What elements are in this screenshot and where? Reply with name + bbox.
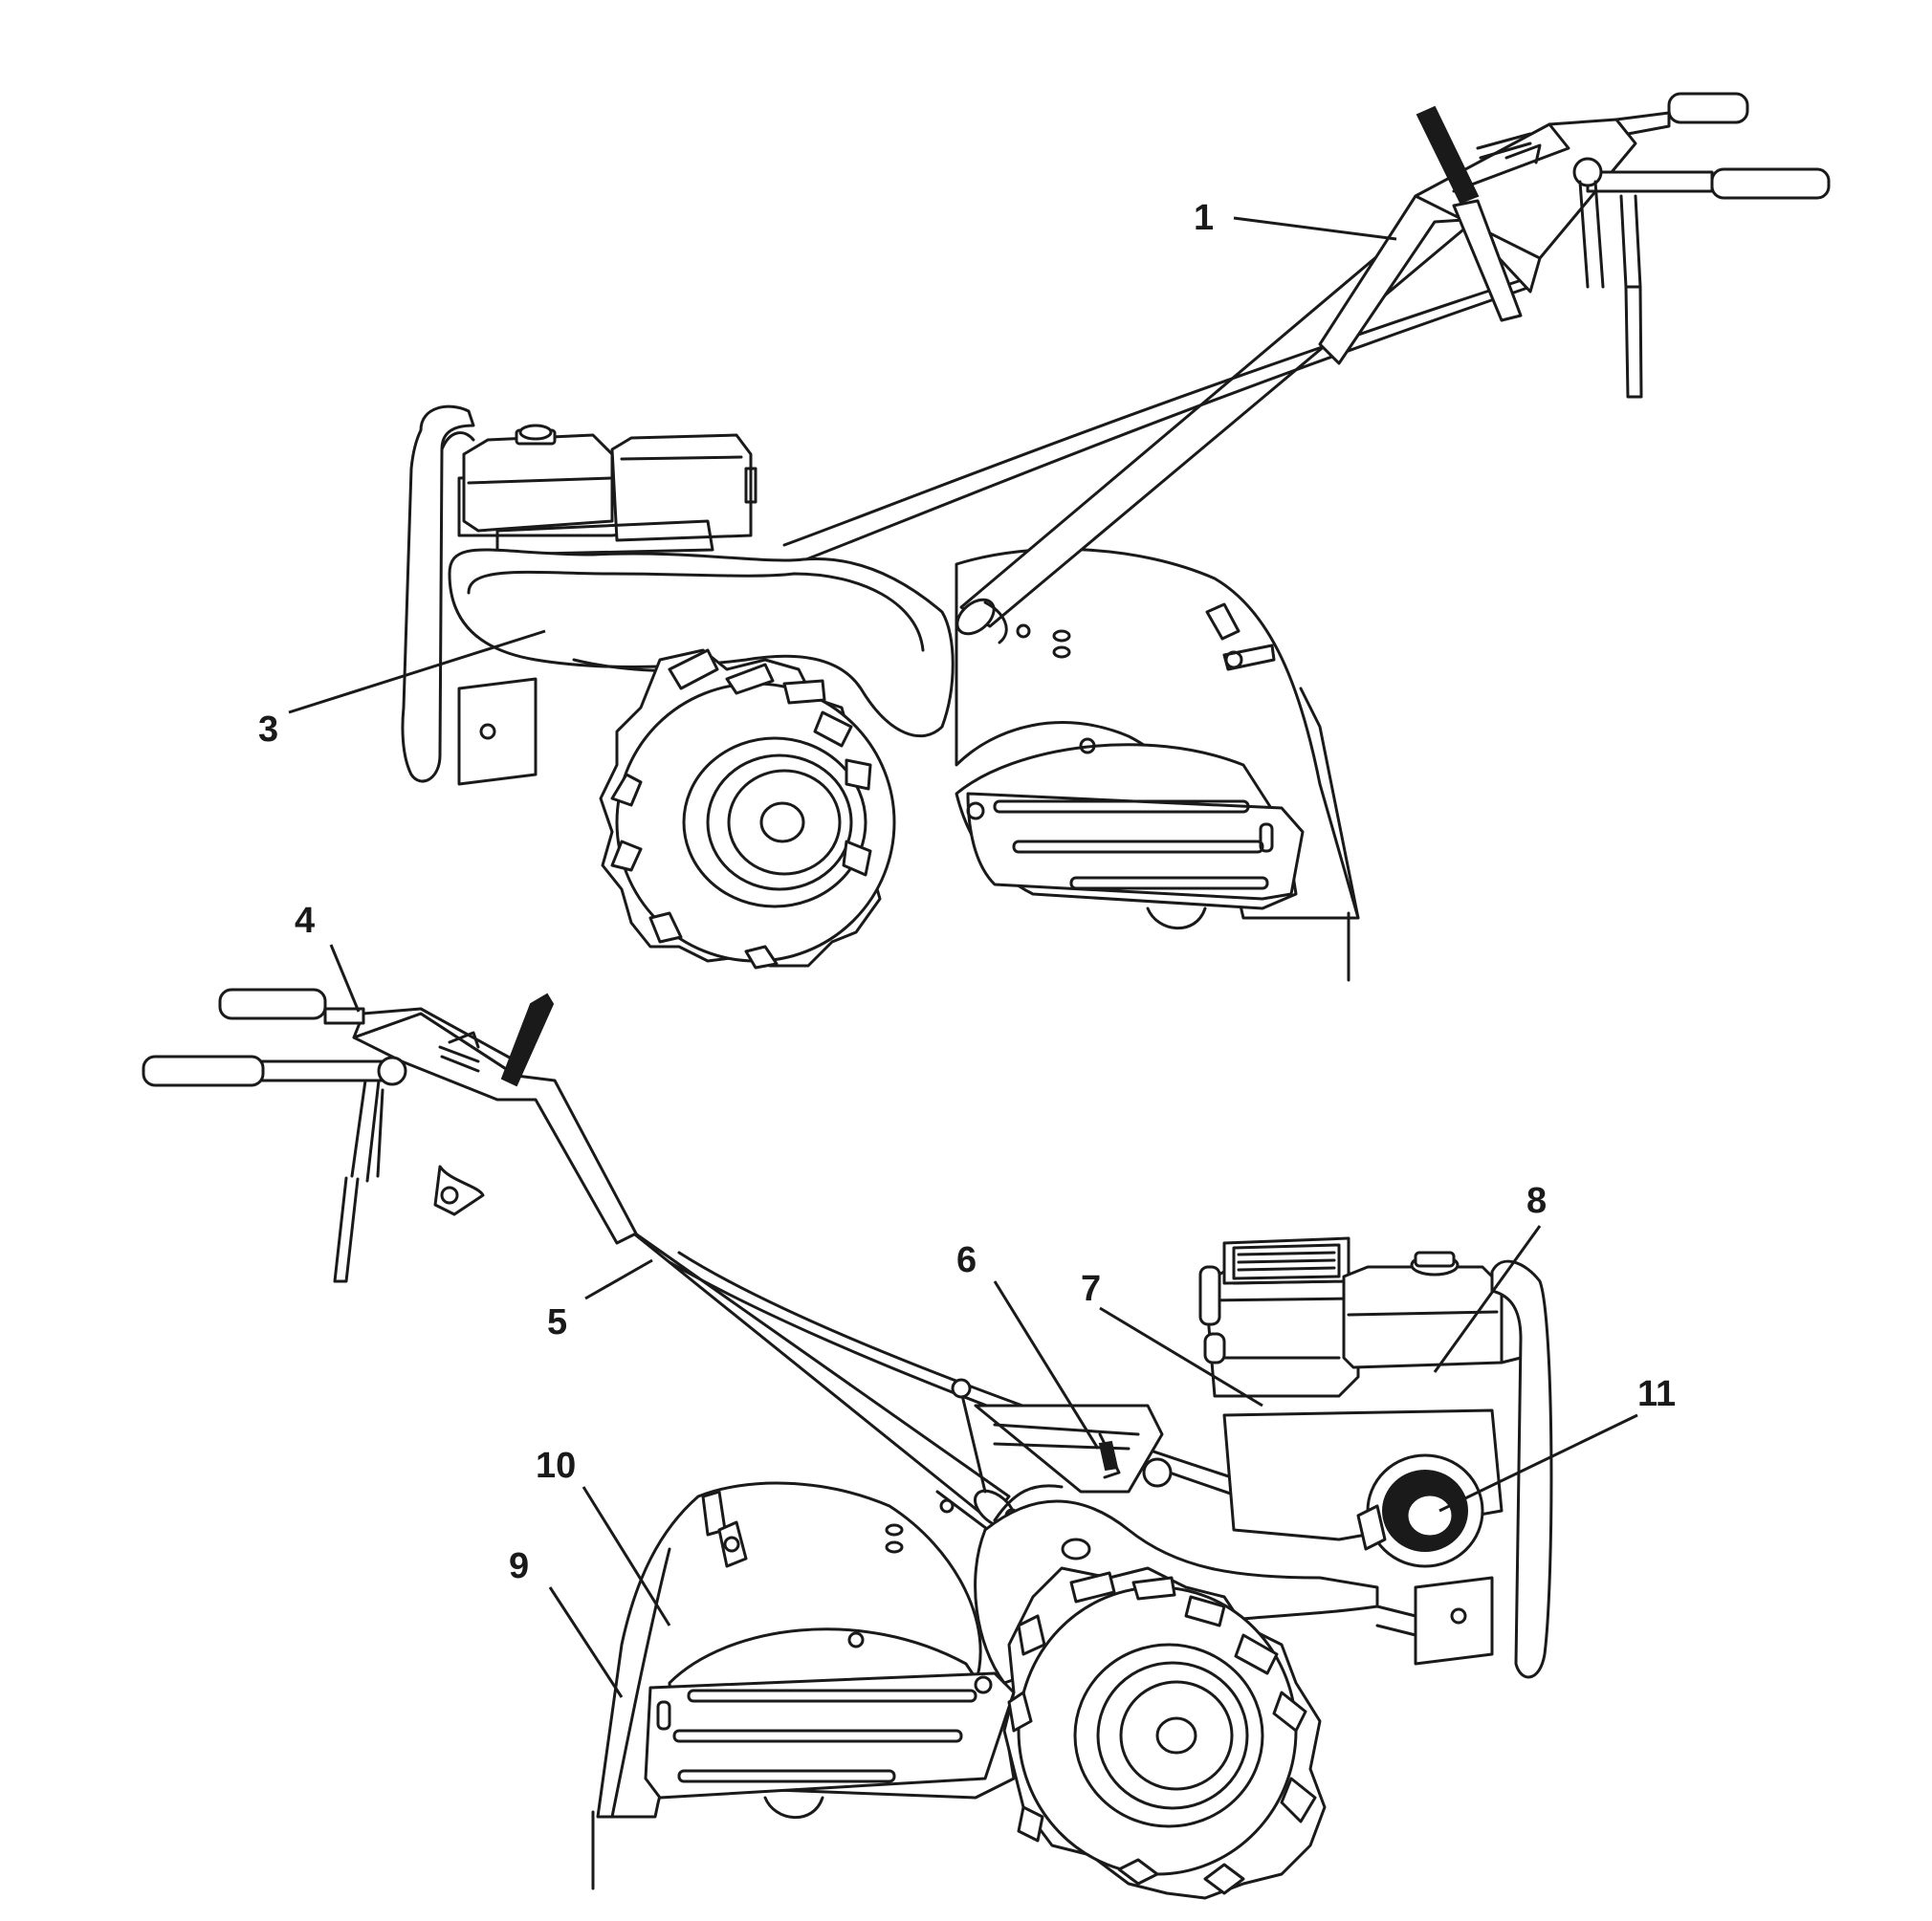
wheel-top xyxy=(599,648,896,970)
callout-9: 9 xyxy=(509,1546,529,1586)
shift-lever-grip-top xyxy=(1416,105,1480,205)
callout-8: 8 xyxy=(1526,1181,1547,1221)
shift-lever-grip-bottom xyxy=(500,993,555,1087)
leader-5 xyxy=(584,1258,653,1300)
callout-7: 7 xyxy=(1081,1269,1101,1309)
callouts: 1 3 4 5 6 7 8 9 10 11 xyxy=(258,198,1676,1698)
fuel-tank-bottom xyxy=(1342,1265,1504,1369)
tiller-right-side-view xyxy=(401,92,1831,982)
air-cleaner-top xyxy=(610,433,753,542)
leader-7 xyxy=(1099,1306,1263,1408)
rear-flap-top xyxy=(966,792,1305,901)
callout-4: 4 xyxy=(295,901,315,941)
leader-8 xyxy=(1433,1225,1542,1373)
leader-10 xyxy=(582,1486,671,1626)
leader-1 xyxy=(1233,216,1397,241)
leader-3 xyxy=(288,629,546,714)
wheel-bottom xyxy=(1002,1566,1327,1900)
tiller-left-side-view xyxy=(142,988,1553,1900)
recoil-starter xyxy=(1356,1453,1484,1568)
leader-6 xyxy=(993,1280,1100,1450)
callout-3: 3 xyxy=(258,709,278,750)
leader-9 xyxy=(548,1586,624,1698)
callout-5: 5 xyxy=(547,1302,567,1343)
callout-1: 1 xyxy=(1194,198,1214,238)
fuel-tank-top xyxy=(462,433,614,533)
rear-flap-bottom xyxy=(644,1671,1016,1800)
air-cleaner-bottom xyxy=(1203,1270,1360,1398)
callout-11: 11 xyxy=(1637,1374,1676,1414)
leader-11 xyxy=(1438,1413,1638,1513)
front-bumper-bottom xyxy=(1490,1259,1553,1679)
fender-top xyxy=(448,548,955,738)
callout-6: 6 xyxy=(956,1240,977,1280)
front-bumper-top xyxy=(401,404,475,783)
callout-10: 10 xyxy=(536,1446,576,1486)
leader-4 xyxy=(329,944,361,1013)
